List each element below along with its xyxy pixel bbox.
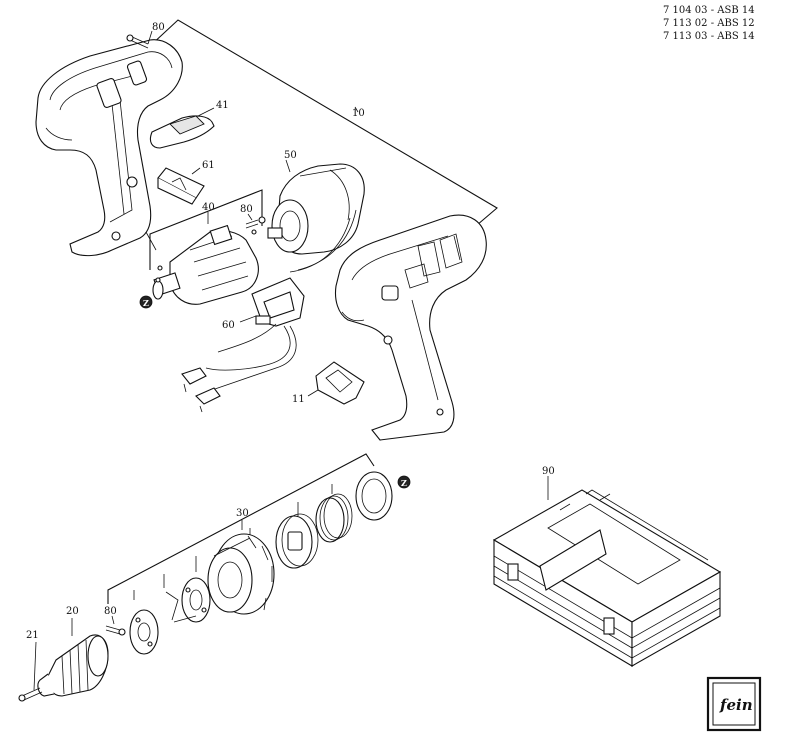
- screw-80-top: 80: [126, 22, 165, 49]
- callout-61: 61: [202, 160, 215, 171]
- callout-11: 11: [292, 394, 305, 405]
- clutch-plates: [129, 577, 211, 655]
- part-41-cover: 41: [149, 100, 229, 149]
- callout-80-mid: 80: [240, 204, 253, 215]
- marker-z-1: [139, 295, 153, 309]
- callout-30: 30: [236, 508, 249, 519]
- screw-80-bottom: 80: [104, 606, 126, 636]
- model-list: 7 104 03 - ASB 14 7 113 02 - ABS 12 7 11…: [663, 4, 787, 43]
- part-50-motor: 50: [267, 150, 365, 273]
- callout-40: 40: [202, 202, 215, 213]
- callout-50: 50: [284, 150, 297, 161]
- model-line: 7 113 03 - ABS 14: [663, 31, 755, 42]
- part-60-switch: 60: [181, 277, 305, 413]
- callout-21: 21: [26, 630, 39, 641]
- model-line: 7 113 02 - ABS 12: [663, 18, 755, 29]
- callout-20: 20: [66, 606, 79, 617]
- callout-80-bottom: 80: [104, 606, 117, 617]
- model-line: 7 104 03 - ASB 14: [663, 5, 755, 16]
- left-housing-half: [35, 39, 183, 257]
- callout-60: 60: [222, 320, 235, 331]
- marker-z-label: Z: [401, 478, 407, 488]
- callout-80-top: 80: [152, 22, 165, 33]
- chuck-group-bracket: 30: [107, 453, 375, 604]
- screw-80-mid: 80: [240, 204, 266, 235]
- marker-z-label: Z: [143, 298, 149, 308]
- callout-41: 41: [216, 100, 229, 111]
- part-20-chuck: 20: [37, 606, 109, 697]
- marker-z-2: [397, 475, 411, 489]
- logo-wordmark: fein: [719, 696, 753, 714]
- callout-90: 90: [542, 466, 555, 477]
- part-11-latch: 11: [292, 361, 365, 405]
- callout-10: 10: [352, 108, 365, 119]
- housing-group-bracket: [149, 19, 498, 232]
- part-21-screw: 21: [18, 630, 43, 702]
- part-40-gearbox: 40 Z: [139, 189, 263, 309]
- torque-collar: [207, 533, 275, 615]
- part-61-slide: 61: [157, 160, 215, 205]
- chuck-rings: Z: [275, 471, 411, 569]
- fein-logo: fein: [706, 676, 762, 732]
- part-90-case: 90: [492, 466, 722, 667]
- part-10-right-housing: 10: [334, 108, 487, 441]
